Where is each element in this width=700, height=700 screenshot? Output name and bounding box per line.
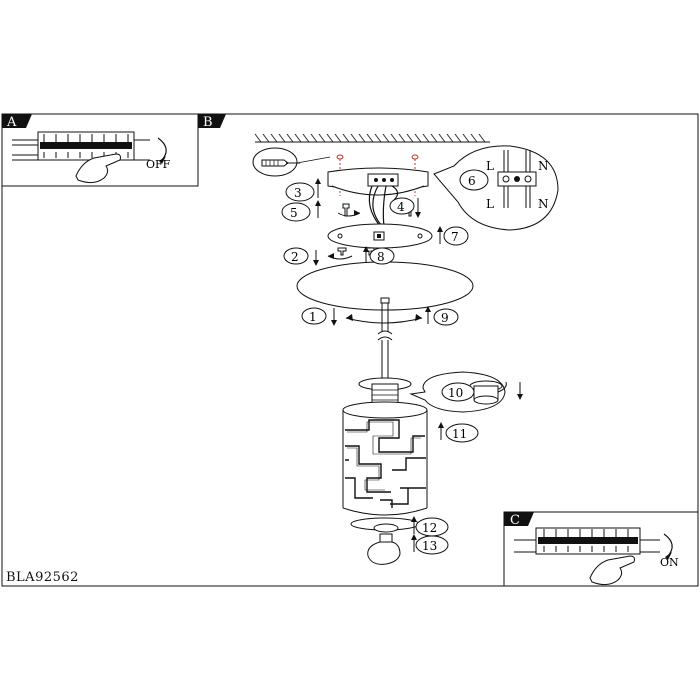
svg-text:6: 6 (468, 174, 476, 188)
svg-text:5: 5 (290, 206, 298, 220)
wall-plug-icon (252, 147, 300, 177)
svg-text:3: 3 (294, 186, 302, 200)
svg-text:1: 1 (309, 310, 317, 324)
off-label: OFF (146, 158, 171, 171)
panel-b-frame (1, 113, 699, 587)
step-callout-3: 3 (285, 178, 321, 202)
terminal-label-n-top: N (538, 159, 549, 173)
svg-text:11: 11 (452, 427, 467, 441)
svg-text:8: 8 (377, 250, 385, 264)
hand-icon (589, 555, 635, 586)
ceiling-screw-left (336, 154, 344, 196)
step-callout-1: 1 (301, 307, 337, 326)
svg-text:7: 7 (451, 230, 459, 244)
panel-b-letter: B (203, 115, 213, 130)
panel-a-tab: A (2, 114, 32, 130)
hand-icon (75, 153, 121, 184)
breaker-panel-off: OFF (12, 131, 171, 184)
terminal-label-n-bottom: N (538, 197, 549, 211)
svg-text:9: 9 (441, 311, 449, 325)
panel-c-tab: C (504, 512, 534, 528)
breaker-panel-on: ON (514, 527, 679, 586)
step-callout-10: 10 (441, 382, 523, 402)
supply-wires (368, 185, 399, 227)
step-callout-7: 7 (437, 226, 469, 246)
on-label: ON (660, 556, 679, 569)
step-callout-8: 8 (363, 246, 395, 265)
step-callout-6: 6 (459, 169, 489, 191)
canopy-plate (327, 223, 433, 249)
bulb-socket (373, 523, 399, 533)
mounting-bracket (327, 167, 429, 196)
panel-a-letter: A (6, 115, 17, 130)
svg-text:4: 4 (397, 200, 405, 214)
shade-pattern (345, 419, 426, 508)
step-callout-5: 5 (281, 200, 321, 222)
terminal-detail-callout: L N L N (433, 145, 559, 231)
glass-shade (342, 401, 428, 516)
step-callout-9: 9 (425, 306, 459, 326)
svg-text:12: 12 (422, 521, 437, 535)
panel-c-letter: C (510, 513, 520, 528)
step-callout-12: 12 (411, 516, 449, 537)
step-callout-4: 4 (389, 197, 421, 218)
light-bulb-icon (367, 533, 401, 565)
panel-b-tab: B (198, 114, 226, 130)
product-code: BLA92562 (6, 570, 79, 585)
step-callout-2: 2 (283, 247, 319, 266)
svg-text:10: 10 (448, 386, 463, 400)
ceiling-screw-right (411, 154, 419, 196)
svg-text:2: 2 (291, 250, 299, 264)
ceiling (254, 133, 490, 143)
rotate-arrow-icon (345, 317, 423, 324)
svg-text:13: 13 (422, 539, 437, 553)
suspension-rod (377, 297, 393, 378)
step-callout-11: 11 (438, 422, 479, 443)
terminal-label-l-top: L (486, 159, 494, 173)
step-callout-13: 13 (411, 534, 449, 555)
terminal-label-l-bottom: L (486, 197, 494, 211)
